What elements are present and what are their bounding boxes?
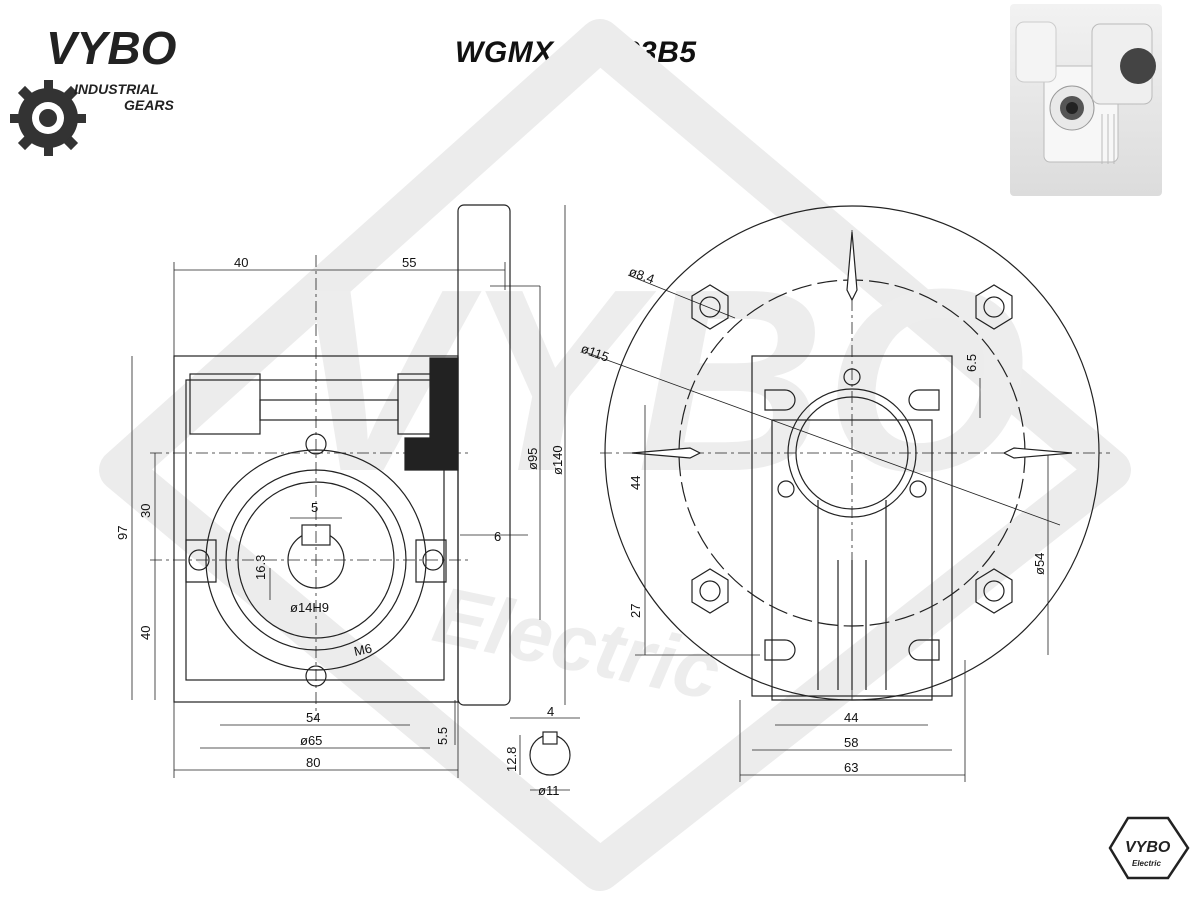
dim-h30: 30 (138, 504, 153, 518)
dimension-labels: 40 55 97 30 40 16.3 5 ø14H9 M6 54 ø65 80… (115, 255, 1047, 798)
logo-line2: GEARS (124, 97, 174, 113)
watermark-sub: Electric (426, 570, 727, 717)
gear-icon (10, 80, 86, 156)
dim-w80: 80 (306, 755, 320, 770)
dim-w5: 5 (311, 500, 318, 515)
shaft-detail (510, 717, 580, 791)
dim-h97: 97 (115, 526, 130, 540)
bolt-holes (691, 284, 1013, 614)
dim-h6-5: 6.5 (964, 354, 979, 372)
right-view (584, 205, 1110, 782)
dim-thread: M6 (353, 641, 374, 659)
company-logo: VYBO INDUSTRIAL GEARS (10, 22, 177, 156)
dim-h27: 27 (628, 604, 643, 618)
gearbox-photo (1010, 4, 1162, 196)
watermark: VYBO Electric (99, 19, 1131, 891)
badge-brand: VYBO (1125, 839, 1171, 856)
dim-d11: ø11 (538, 783, 559, 798)
dim-16-3: 16.3 (253, 555, 268, 580)
watermark-brand: VYBO (290, 236, 1027, 526)
dim-h12-8: 12.8 (504, 747, 519, 772)
dim-h44: 44 (628, 476, 643, 490)
dim-w4: 4 (547, 704, 554, 719)
dim-w54: 54 (306, 710, 320, 725)
dim-d95: ø95 (525, 448, 540, 470)
dim-d54: ø54 (1032, 553, 1047, 575)
dim-top-55: 55 (402, 255, 416, 270)
logo-brand: VYBO (46, 22, 177, 74)
dim-bore: ø14H9 (290, 600, 329, 615)
dim-w63: 63 (844, 760, 858, 775)
dim-w44: 44 (844, 710, 858, 725)
dim-h40: 40 (138, 626, 153, 640)
logo-line1: INDUSTRIAL (74, 81, 159, 97)
dim-d65: ø65 (300, 733, 322, 748)
left-view (131, 204, 566, 778)
badge-sub: Electric (1132, 859, 1161, 868)
dim-top-40: 40 (234, 255, 248, 270)
dim-w6: 6 (494, 529, 501, 544)
dim-h5-5: 5.5 (435, 727, 450, 745)
dim-d140: ø140 (550, 445, 565, 475)
corner-badge: VYBO Electric (1108, 816, 1190, 880)
dim-w58: 58 (844, 735, 858, 750)
